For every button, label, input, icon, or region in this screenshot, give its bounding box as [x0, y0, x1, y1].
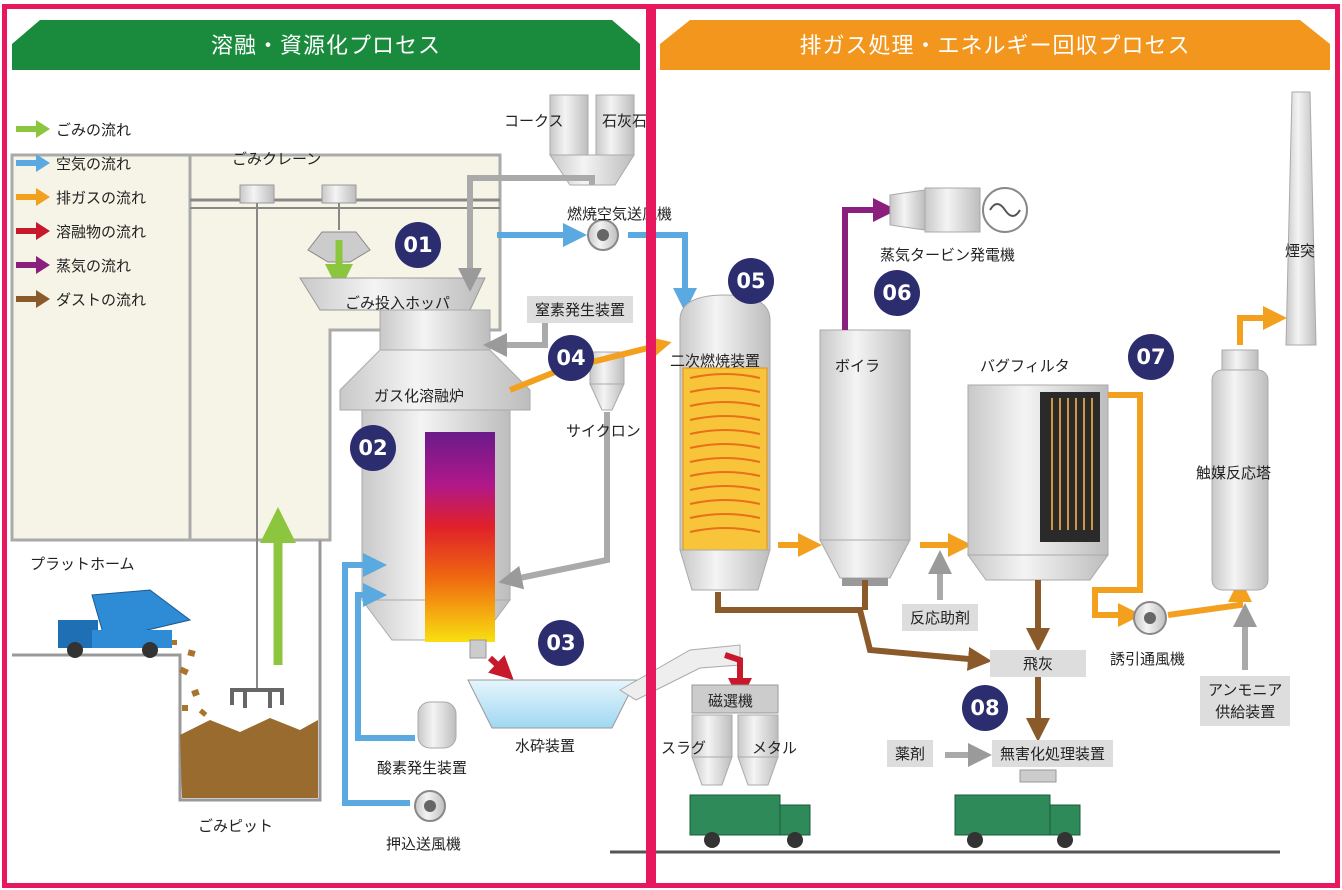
step-badge-01: 01 — [395, 222, 441, 268]
right-banner — [660, 20, 1330, 70]
label-ammonia-line2: 供給装置 — [1215, 703, 1276, 721]
label-platform: プラットホーム — [30, 555, 135, 573]
left-section-frame — [2, 4, 656, 888]
label-nitrogen: 窒素発生装置 — [527, 296, 634, 323]
legend-label: 空気の流れ — [56, 154, 132, 173]
label-fly-ash: 飛灰 — [990, 650, 1086, 677]
legend-item-exhaust: 排ガスの流れ — [16, 180, 146, 214]
garbage-truck — [58, 589, 192, 658]
step-badge-07: 07 — [1128, 334, 1174, 380]
label-metal: メタル — [752, 739, 798, 757]
legend-item-air: 空気の流れ — [16, 146, 146, 180]
arrow-right-icon — [16, 154, 50, 172]
label-limestone: 石灰石 — [602, 112, 648, 130]
label-turbine: 蒸気タービン発電機 — [880, 246, 1016, 264]
step-badge-03: 03 — [538, 620, 584, 666]
legend-item-steam: 蒸気の流れ — [16, 248, 146, 282]
step-badge-04: 04 — [548, 335, 594, 381]
label-pit: ごみピット — [198, 817, 274, 835]
arrow-right-icon — [16, 222, 50, 240]
legend-label: 排ガスの流れ — [56, 188, 147, 207]
legend-item-dust: ダストの流れ — [16, 282, 146, 316]
label-chimney: 煙突 — [1285, 242, 1316, 260]
legend-label: 溶融物の流れ — [56, 222, 147, 241]
legend-item-garbage: ごみの流れ — [16, 112, 146, 146]
step-badge-05: 05 — [728, 258, 774, 304]
label-hopper: ごみ投入ホッパ — [345, 294, 451, 312]
right-section-frame — [646, 4, 1340, 888]
banner-right-title: 排ガス処理・エネルギー回収プロセス — [799, 34, 1191, 59]
step-badge-08: 08 — [962, 685, 1008, 731]
label-detox: 無害化処理装置 — [992, 740, 1114, 767]
banner-left-title: 溶融・資源化プロセス — [210, 34, 441, 59]
legend-label: ごみの流れ — [56, 120, 132, 139]
label-water-crusher: 水砕装置 — [515, 737, 576, 755]
label-reaction-agent: 反応助剤 — [902, 604, 979, 631]
legend-label: 蒸気の流れ — [56, 256, 132, 275]
label-bagfilter: バグフィルタ — [980, 357, 1070, 375]
label-combustion-fan: 燃焼空気送風機 — [567, 205, 673, 223]
label-crane: ごみクレーン — [232, 150, 322, 168]
label-cyclone: サイクロン — [566, 422, 641, 440]
arrow-right-icon — [16, 256, 50, 274]
arrow-right-icon — [16, 188, 50, 206]
melt-bed — [425, 432, 495, 642]
ash-truck — [954, 794, 1081, 848]
water-granulator — [467, 679, 637, 729]
label-catalyst: 触媒反応塔 — [1196, 464, 1272, 482]
arrow-right-icon — [16, 120, 50, 138]
legend-item-melt: 溶融物の流れ — [16, 214, 146, 248]
label-ammonia: アンモニア 供給装置 — [1200, 676, 1291, 726]
legend-label: ダストの流れ — [56, 290, 147, 309]
slag-truck — [689, 794, 811, 848]
label-boiler: ボイラ — [835, 357, 881, 375]
label-secondary-combustion: 二次燃焼装置 — [670, 352, 761, 370]
left-banner — [12, 20, 640, 70]
label-chemical: 薬剤 — [887, 740, 934, 767]
arrow-right-icon — [16, 290, 50, 308]
step-badge-06: 06 — [874, 270, 920, 316]
label-induced-fan: 誘引通風機 — [1110, 650, 1186, 668]
label-ammonia-line1: アンモニア — [1208, 681, 1283, 699]
label-coke: コークス — [504, 112, 564, 130]
legend: ごみの流れ 空気の流れ 排ガスの流れ 溶融物の流れ 蒸気の流れ ダストの流れ — [16, 112, 146, 316]
label-slag: スラグ — [661, 739, 707, 757]
label-furnace: ガス化溶融炉 — [374, 387, 465, 405]
label-push-fan: 押込送風機 — [386, 835, 462, 853]
label-oxygen: 酸素発生装置 — [377, 759, 468, 777]
step-badge-02: 02 — [350, 425, 396, 471]
label-magnet: 磁選機 — [708, 692, 754, 710]
